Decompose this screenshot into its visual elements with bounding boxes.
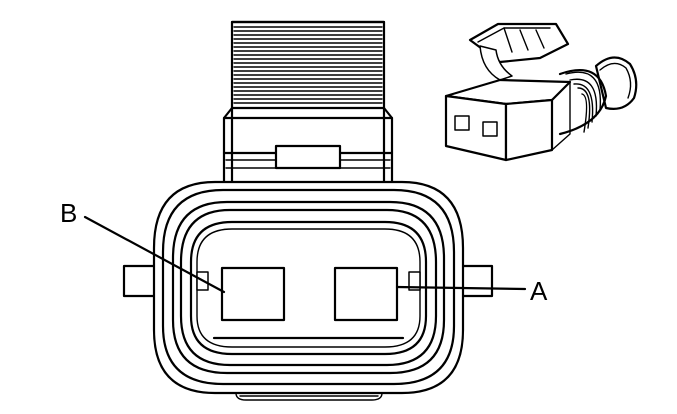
leader-line-b bbox=[83, 215, 226, 294]
seal-ring-3 bbox=[179, 208, 438, 367]
locking-tab bbox=[222, 20, 394, 192]
inner-cavity bbox=[189, 220, 428, 356]
connector-face-view: B A bbox=[60, 20, 548, 401]
right-ear bbox=[463, 264, 494, 298]
seal-ring-2 bbox=[171, 200, 446, 375]
connector-isometric-view bbox=[444, 22, 638, 162]
leader-line-a bbox=[395, 285, 527, 291]
terminal-cavity-b bbox=[220, 266, 286, 322]
terminal-label-b: B bbox=[60, 198, 77, 228]
terminal-cavity-a bbox=[333, 266, 399, 322]
seal-ring-1 bbox=[161, 188, 456, 386]
connector-body-outer bbox=[152, 180, 465, 395]
left-ear bbox=[122, 264, 154, 298]
terminal-label-a: A bbox=[530, 276, 548, 306]
